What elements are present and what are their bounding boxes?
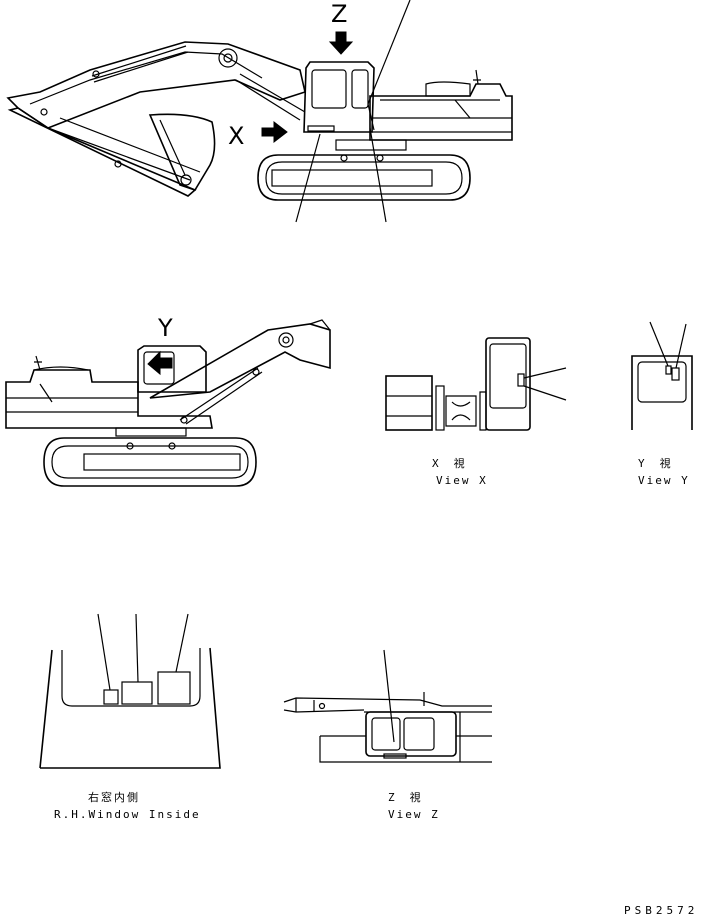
- rh-window-caption-en: R.H.Window Inside: [54, 808, 201, 821]
- y-arrow: [147, 350, 173, 376]
- rh-window-inside-diagram: [39, 613, 221, 769]
- y-marker-label: Y: [157, 314, 173, 342]
- z-arrow: [328, 31, 354, 55]
- excavator-side-view-top: [6, 0, 513, 223]
- view-y-caption-en: View Y: [638, 474, 690, 487]
- view-y-diagram: [631, 321, 693, 430]
- view-x-diagram: [385, 337, 567, 431]
- drawing-number: PSB2572: [624, 904, 698, 917]
- x-arrow: [261, 120, 288, 144]
- x-marker-label: X: [228, 122, 244, 150]
- z-marker-label: Z: [331, 0, 347, 28]
- view-z-caption-en: View Z: [388, 808, 440, 821]
- rh-window-caption-jp: 右窓内側: [88, 790, 140, 804]
- view-z-caption-jp: Z 視: [388, 790, 423, 804]
- excavator-side-view-mid: [5, 319, 331, 487]
- view-y-caption-jp: Y 視: [638, 456, 673, 470]
- view-z-diagram: [283, 649, 492, 763]
- view-x-caption-jp: X 視: [432, 456, 467, 470]
- view-x-caption-en: View X: [436, 474, 488, 487]
